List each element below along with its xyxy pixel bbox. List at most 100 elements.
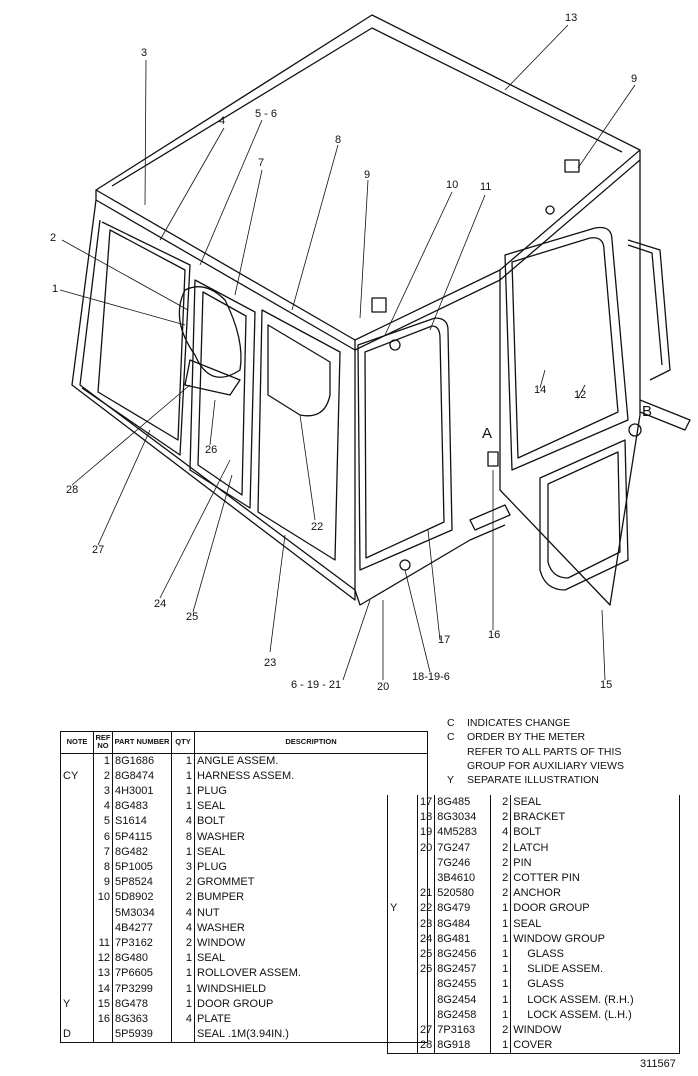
- cell-ref: 3: [93, 783, 113, 800]
- cell-note: Y: [387, 901, 418, 917]
- callout-label: 16: [488, 629, 500, 641]
- cell-part-number: 7P3163: [434, 1023, 492, 1039]
- sliding-window: [189, 279, 256, 509]
- cell-note: [387, 1023, 418, 1039]
- windshield: [504, 226, 629, 471]
- floor-plate: [354, 524, 506, 606]
- cell-ref: 26: [416, 962, 436, 978]
- cell-part-number: 8G918: [434, 1038, 492, 1055]
- cell-qty: 1: [171, 783, 195, 800]
- header-part-number: PART NUMBER: [112, 731, 172, 754]
- callout-label: 6 - 19 - 21: [291, 679, 341, 691]
- cell-note: [60, 951, 94, 967]
- cell-qty: 1: [490, 916, 512, 932]
- callout-label: 13: [565, 12, 577, 24]
- cell-ref: 8: [93, 859, 113, 876]
- cell-part-number: 5P8524: [112, 875, 172, 891]
- cell-note: [387, 947, 418, 963]
- cell-qty: 1: [490, 947, 512, 963]
- cell-part-number: 8G2458: [434, 1007, 492, 1024]
- cell-note: D: [60, 1027, 94, 1044]
- cell-note: [60, 829, 94, 845]
- cell-description: WINDOW GROUP: [510, 931, 680, 948]
- cell-description: PLATE: [194, 1011, 428, 1028]
- cell-description: BUMPER: [194, 890, 428, 906]
- cell-qty: 8: [171, 829, 195, 845]
- right-frame: [499, 160, 641, 606]
- cell-note: [387, 992, 418, 1008]
- cell-qty: 2: [171, 935, 195, 952]
- callout-label: 9: [364, 169, 370, 181]
- cell-part-number: 8G3034: [434, 810, 492, 826]
- cell-part-number: 5P1005: [112, 859, 172, 876]
- cell-note: [387, 795, 418, 811]
- cell-ref: 20: [416, 840, 436, 856]
- legend-item: GROUP FOR AUXILIARY VIEWS: [467, 759, 624, 772]
- cell-qty: 1: [171, 768, 195, 784]
- cell-note: [60, 844, 94, 860]
- header-description: DESCRIPTION: [194, 731, 428, 754]
- cell-qty: 1: [490, 1007, 512, 1024]
- cell-part-number: 8G482: [112, 844, 172, 860]
- cell-note: [60, 753, 94, 769]
- cell-note: [60, 783, 94, 800]
- cell-qty: 1: [171, 799, 195, 815]
- cell-note: [387, 825, 418, 841]
- cell-note: [387, 871, 418, 887]
- cell-qty: 3: [171, 859, 195, 876]
- cell-part-number: 4H3001: [112, 783, 172, 800]
- cell-qty: 2: [490, 855, 512, 872]
- cell-description: PLUG: [194, 783, 428, 800]
- cell-ref: 6: [93, 829, 113, 845]
- cell-part-number: 8G484: [434, 916, 492, 932]
- callout-label: 20: [377, 681, 389, 693]
- callout-label: 22: [311, 521, 323, 533]
- callout-label: 27: [92, 544, 104, 556]
- cell-qty: 2: [490, 795, 512, 811]
- callout-label: 23: [264, 657, 276, 669]
- cell-part-number: 5M3034: [112, 905, 172, 921]
- cell-description: ROLLOVER ASSEM.: [194, 966, 428, 982]
- cell-note: [387, 977, 418, 993]
- cell-qty: 4: [171, 814, 195, 830]
- cell-part-number: 8G480: [112, 951, 172, 967]
- cell-ref: 7: [93, 844, 113, 860]
- cell-note: [387, 1007, 418, 1024]
- header-note: NOTE: [60, 731, 94, 754]
- cell-description: LOCK ASSEM. (R.H.): [510, 992, 680, 1008]
- cell-part-number: 3B4610: [434, 871, 492, 887]
- door-window-right: [539, 439, 629, 591]
- cell-ref: 28: [416, 1038, 436, 1055]
- cell-description: SEAL .1M(3.94IN.): [194, 1027, 428, 1044]
- cell-qty: 2: [171, 875, 195, 891]
- rollover-bar: [627, 239, 671, 381]
- cell-note: [60, 905, 94, 921]
- cell-part-number: 5P4115: [112, 829, 172, 845]
- cell-qty: 4: [490, 825, 512, 841]
- callout-label: 25: [186, 611, 198, 623]
- cell-note: CY: [60, 768, 94, 784]
- cell-ref: 22: [416, 901, 436, 917]
- cell-qty: 2: [171, 890, 195, 906]
- callout-label: 11: [480, 181, 491, 193]
- cell-part-number: 7P3162: [112, 935, 172, 952]
- cell-description: COTTER PIN: [510, 871, 680, 887]
- cell-part-number: 8G479: [434, 901, 492, 917]
- callout-label: 17: [438, 634, 450, 646]
- roof-panel: [95, 14, 641, 341]
